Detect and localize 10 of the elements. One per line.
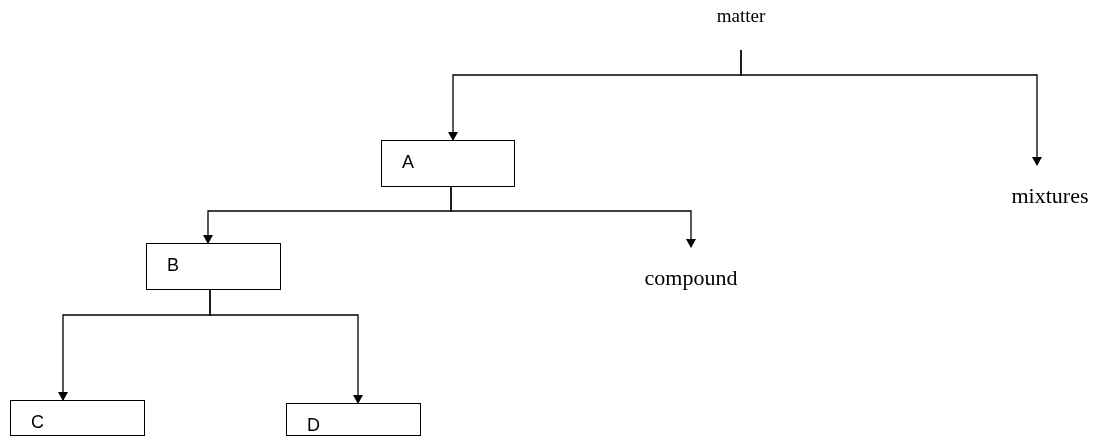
label-box: D (286, 403, 421, 436)
arrow (740, 49, 1042, 166)
arrow (450, 186, 696, 248)
label-box: B (146, 243, 281, 290)
category-label: mixtures (1000, 165, 1100, 211)
label-box: A (381, 140, 515, 187)
category-label: matter (700, 4, 782, 50)
category-label: compound (630, 247, 752, 291)
arrow (209, 289, 363, 404)
label-box: C (10, 400, 145, 436)
